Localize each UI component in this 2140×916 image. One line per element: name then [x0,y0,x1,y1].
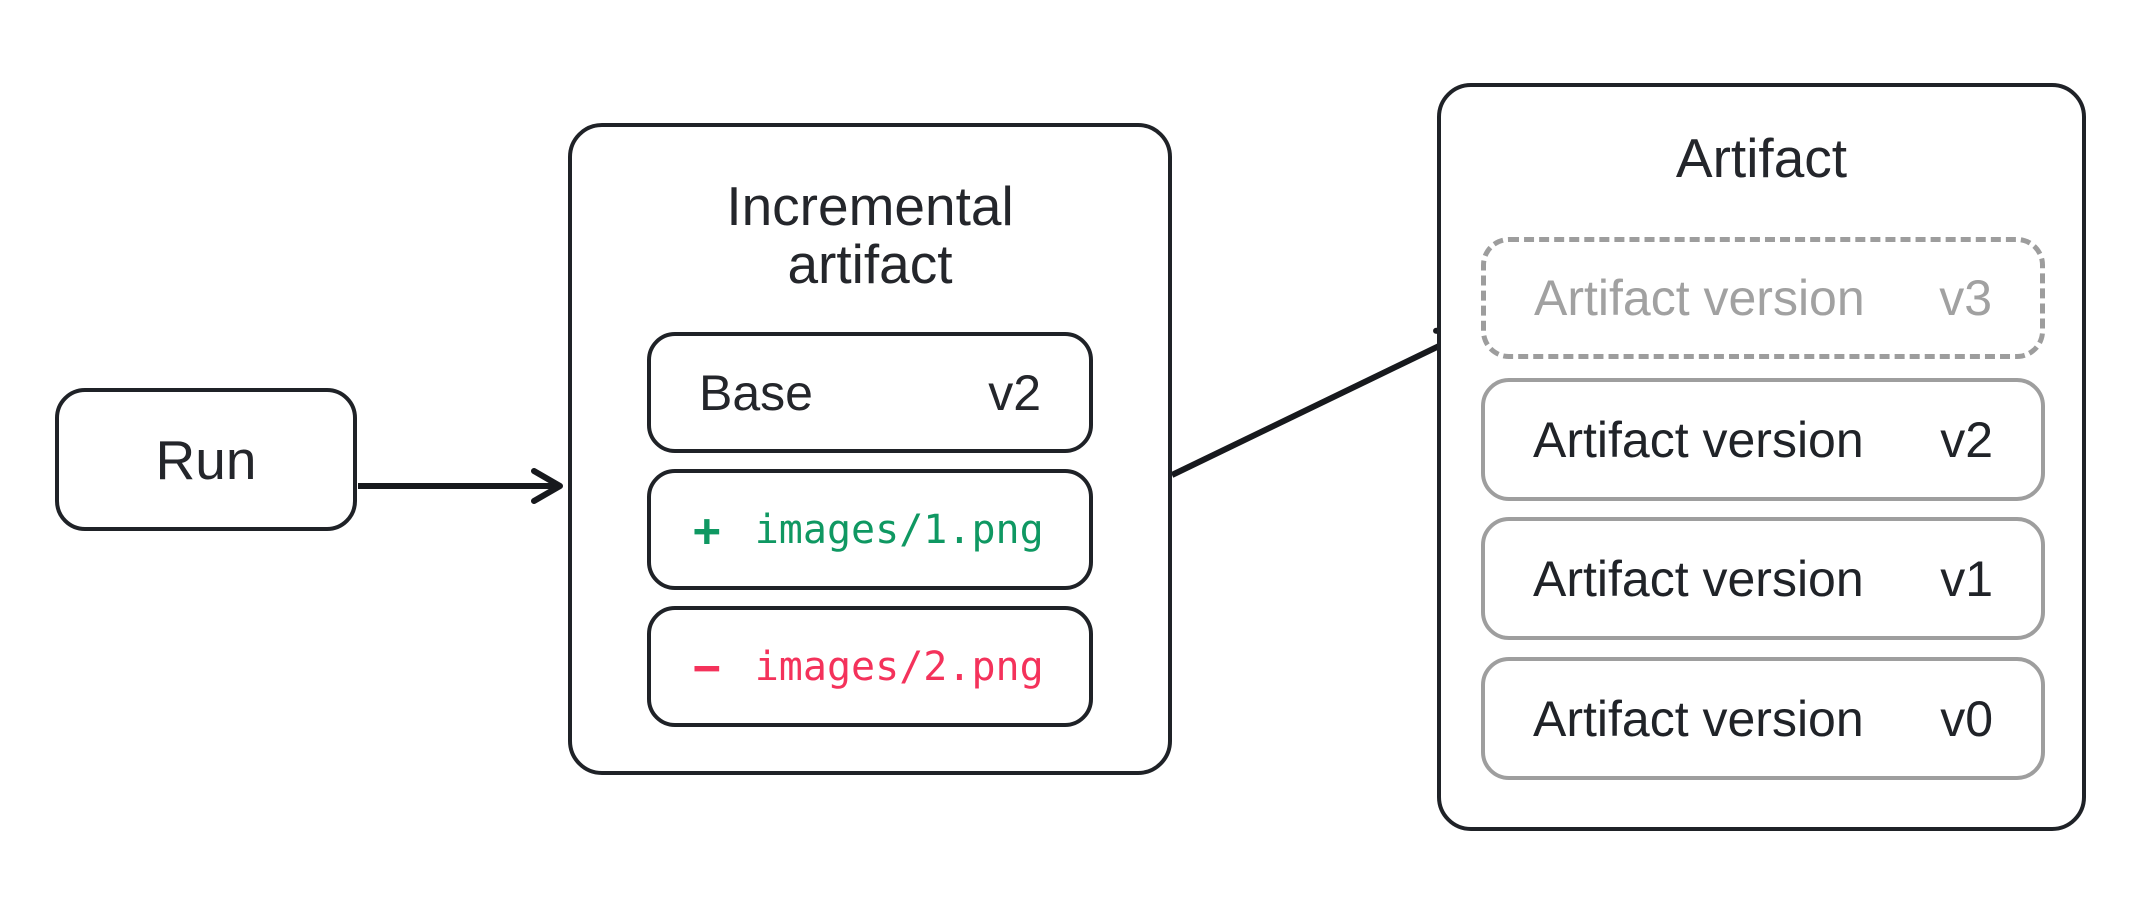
incremental-artifact-node: Incremental artifact Base v2 + images/1.… [568,123,1172,775]
minus-icon: − [693,639,721,694]
added-file-chip: + images/1.png [647,469,1093,590]
pending-version-chip: Artifact version v3 [1481,237,2045,359]
base-version-chip: Base v2 [647,332,1093,453]
removed-file-chip: − images/2.png [647,606,1093,727]
version-number: v0 [1940,690,1993,747]
artifact-node: Artifact Artifact version v3 Artifact ve… [1437,83,2086,831]
artifact-version-row: Artifact version v2 [1481,378,2045,501]
base-version: v2 [988,364,1041,421]
pending-version-number: v3 [1939,270,1992,326]
run-label: Run [155,428,257,491]
base-label: Base [699,364,813,421]
incremental-artifact-title: Incremental artifact [726,175,1014,295]
artifact-version-row: Artifact version v0 [1481,657,2045,780]
removed-file-path: images/2.png [754,643,1044,690]
added-file-path: images/1.png [754,506,1044,553]
version-label: Artifact version [1533,690,1864,747]
artifact-version-row: Artifact version v1 [1481,517,2045,640]
version-number: v2 [1940,411,1993,468]
artifact-title: Artifact [1675,127,1848,189]
arrow-incremental-to-artifact [1170,327,1469,478]
run-node: Run [55,388,357,531]
version-label: Artifact version [1533,550,1864,607]
version-label: Artifact version [1533,411,1864,468]
pending-version-label: Artifact version [1534,270,1865,326]
version-number: v1 [1940,550,1993,607]
plus-icon: + [693,502,721,557]
